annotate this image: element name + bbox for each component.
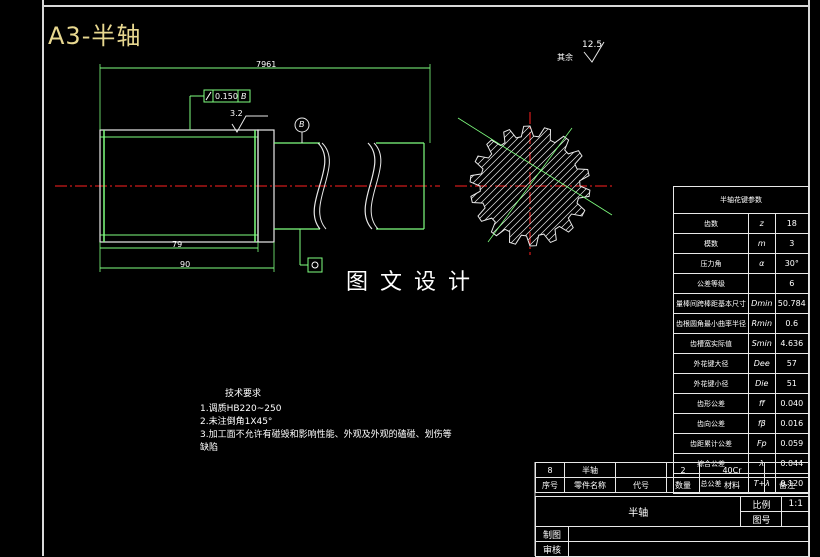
tech-item: 2.未注倒角1X45° [200, 417, 273, 427]
param-val: 18 [774, 213, 810, 234]
scale-value: 1:1 [781, 496, 810, 512]
param-sym: Die [748, 373, 776, 394]
break-line-1a [313, 142, 326, 230]
drawer-label: 制图 [535, 526, 569, 542]
param-sym: z [748, 213, 776, 234]
roughness-symbol [583, 41, 605, 63]
param-val: 0.6 [774, 313, 810, 334]
border-left [42, 0, 44, 556]
param-sym: Rmin [748, 313, 776, 334]
surface-finish-text: 3.2 [230, 109, 243, 118]
break-line-2b [370, 142, 382, 230]
watermark: 图文设计 [346, 270, 483, 295]
datum-letter: B [299, 120, 305, 129]
param-val: 0.059 [774, 433, 810, 454]
param-name: 量棒间跨棒距基本尺寸 [673, 293, 749, 314]
dim-79-text: 79 [172, 240, 183, 249]
param-sym: Smin [748, 333, 776, 354]
param-sym: m [748, 233, 776, 254]
param-sym: Dee [748, 353, 776, 374]
technical-requirements: 技术要求 1.调质HB220~250 2.未注倒角1X45° 3.加工面不允许有… [200, 388, 460, 455]
datum-box [307, 257, 323, 273]
border-right [808, 0, 810, 556]
param-val: 30° [774, 253, 810, 274]
param-val: 57 [774, 353, 810, 374]
sheet-title: A3-半轴 [48, 22, 142, 50]
part-name-cell: 半轴 [534, 496, 742, 527]
parts-list: 8 半轴 2 40Cr 序号 零件名称 代号 数量 材料 备注 [535, 462, 810, 493]
tolerance-datum-text: B [241, 92, 247, 101]
shoulder-step [257, 129, 275, 243]
param-val: 3 [774, 233, 810, 254]
param-name: 齿距累计公差 [673, 433, 749, 454]
break-line-1b [319, 142, 330, 230]
dim-overall-text: 7961 [256, 60, 277, 69]
param-name: 外花键大径 [673, 353, 749, 374]
param-sym [748, 273, 776, 294]
tech-item: 3.加工面不允许有碰毁和影响性能、外观及外观的磕碰、划伤等缺陷 [200, 430, 452, 453]
param-sym: α [748, 253, 776, 274]
roughness-label: 其余 [557, 53, 573, 62]
scale-label: 比例 [740, 496, 783, 512]
param-sym: Fp [748, 433, 776, 454]
param-name: 模数 [673, 233, 749, 254]
param-name: 公差等级 [673, 273, 749, 294]
param-name: 齿数 [673, 213, 749, 234]
param-val: 0.016 [774, 413, 810, 434]
param-val: 4.636 [774, 333, 810, 354]
param-table-title: 半轴花键参数 [673, 186, 809, 214]
title-block: 半轴 比例 1:1 图号 制图 审核 [534, 496, 810, 557]
surface-finish-mark [231, 115, 268, 133]
tech-heading: 技术要求 [225, 389, 262, 399]
param-name: 齿根圆角最小曲率半径 [673, 313, 749, 334]
checker-label: 审核 [535, 541, 569, 557]
param-val: 51 [774, 373, 810, 394]
param-sym: Dmin [748, 293, 776, 314]
dim-90-text: 90 [180, 260, 191, 269]
tech-item: 1.调质HB220~250 [200, 404, 282, 414]
param-sym: ff [748, 393, 776, 414]
tolerance-text: 0.150 [215, 92, 238, 101]
param-row: 公差等级 6 [673, 273, 810, 294]
param-name: 齿向公差 [673, 413, 749, 434]
param-name: 齿形公差 [673, 393, 749, 414]
param-val: 50.784 [774, 293, 810, 314]
roughness-value: 12.5 [582, 40, 603, 50]
parts-row: 8 半轴 2 40Cr [535, 462, 810, 478]
border-top [42, 5, 810, 7]
param-name: 外花键小径 [673, 373, 749, 394]
param-val: 6 [774, 273, 810, 294]
param-sym: fβ [748, 413, 776, 434]
parts-header-row: 序号 零件名称 代号 数量 材料 备注 [535, 477, 810, 493]
param-val: 0.040 [774, 393, 810, 414]
param-name: 齿槽宽实际值 [673, 333, 749, 354]
break-line-2a [364, 142, 376, 230]
drawing-no-label: 图号 [740, 511, 783, 527]
param-name: 压力角 [673, 253, 749, 274]
